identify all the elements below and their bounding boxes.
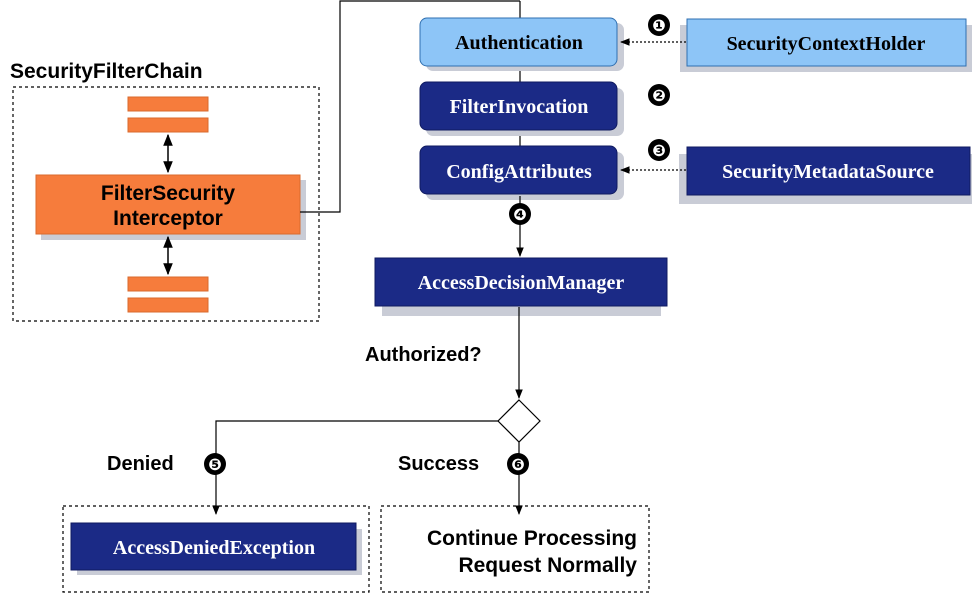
filter-bar-top-1: [127, 96, 209, 112]
security-metadata-source-box: [686, 146, 971, 196]
step-marker-4: ❹: [509, 203, 531, 225]
filter-security-interceptor: [35, 174, 301, 235]
security-filter-chain-container: [12, 86, 320, 322]
svg-text:❹: ❹: [513, 207, 527, 224]
security-context-holder-label: SecurityContextHolder: [727, 33, 926, 55]
step-marker-2: ❷: [648, 84, 670, 106]
continue-processing-container: [380, 505, 650, 593]
config-attributes-label: ConfigAttributes: [446, 161, 592, 183]
continue-processing-line1: Continue Processing: [427, 527, 637, 550]
svg-text:❻: ❻: [511, 457, 525, 474]
svg-text:❺: ❺: [208, 457, 222, 474]
continue-processing-line2: Request Normally: [458, 554, 637, 577]
authentication-label: Authentication: [455, 32, 583, 54]
access-denied-exception-box: [70, 522, 357, 571]
svg-text:❷: ❷: [652, 88, 666, 105]
filter-bar-top-2: [127, 117, 209, 133]
step-marker-1: ❶: [648, 14, 670, 36]
filter-invocation-label: FilterInvocation: [450, 96, 589, 118]
security-metadata-source-label: SecurityMetadataSource: [722, 161, 934, 183]
access-decision-manager-label: AccessDecisionManager: [418, 272, 625, 294]
config-attributes-box: [419, 145, 618, 195]
interceptor-label-line2: Interceptor: [113, 207, 223, 230]
denied-branch-line: [212, 420, 498, 515]
success-label: Success: [398, 453, 479, 475]
authentication-box: [419, 17, 618, 67]
access-denied-container: [62, 505, 370, 593]
step-marker-5: ❺: [204, 453, 226, 475]
authorization-decision-diamond: [497, 399, 541, 443]
filter-invocation-box: [419, 81, 618, 131]
access-denied-exception-label: AccessDeniedException: [113, 537, 315, 559]
step-marker-6: ❻: [507, 453, 529, 475]
svg-text:❶: ❶: [652, 18, 666, 35]
interceptor-connector-line: [300, 0, 520, 213]
filter-bar-bottom-1: [127, 276, 209, 292]
svg-text:❸: ❸: [652, 143, 666, 160]
security-context-holder-box: [686, 18, 967, 67]
step-marker-3: ❸: [648, 139, 670, 161]
security-filter-chain-title: SecurityFilterChain: [10, 60, 203, 83]
denied-label: Denied: [107, 453, 174, 475]
authorized-question-label: Authorized?: [365, 344, 482, 366]
interceptor-label-line1: FilterSecurity: [101, 182, 236, 205]
access-decision-manager-box: [374, 257, 668, 307]
filter-bar-bottom-2: [127, 297, 209, 313]
